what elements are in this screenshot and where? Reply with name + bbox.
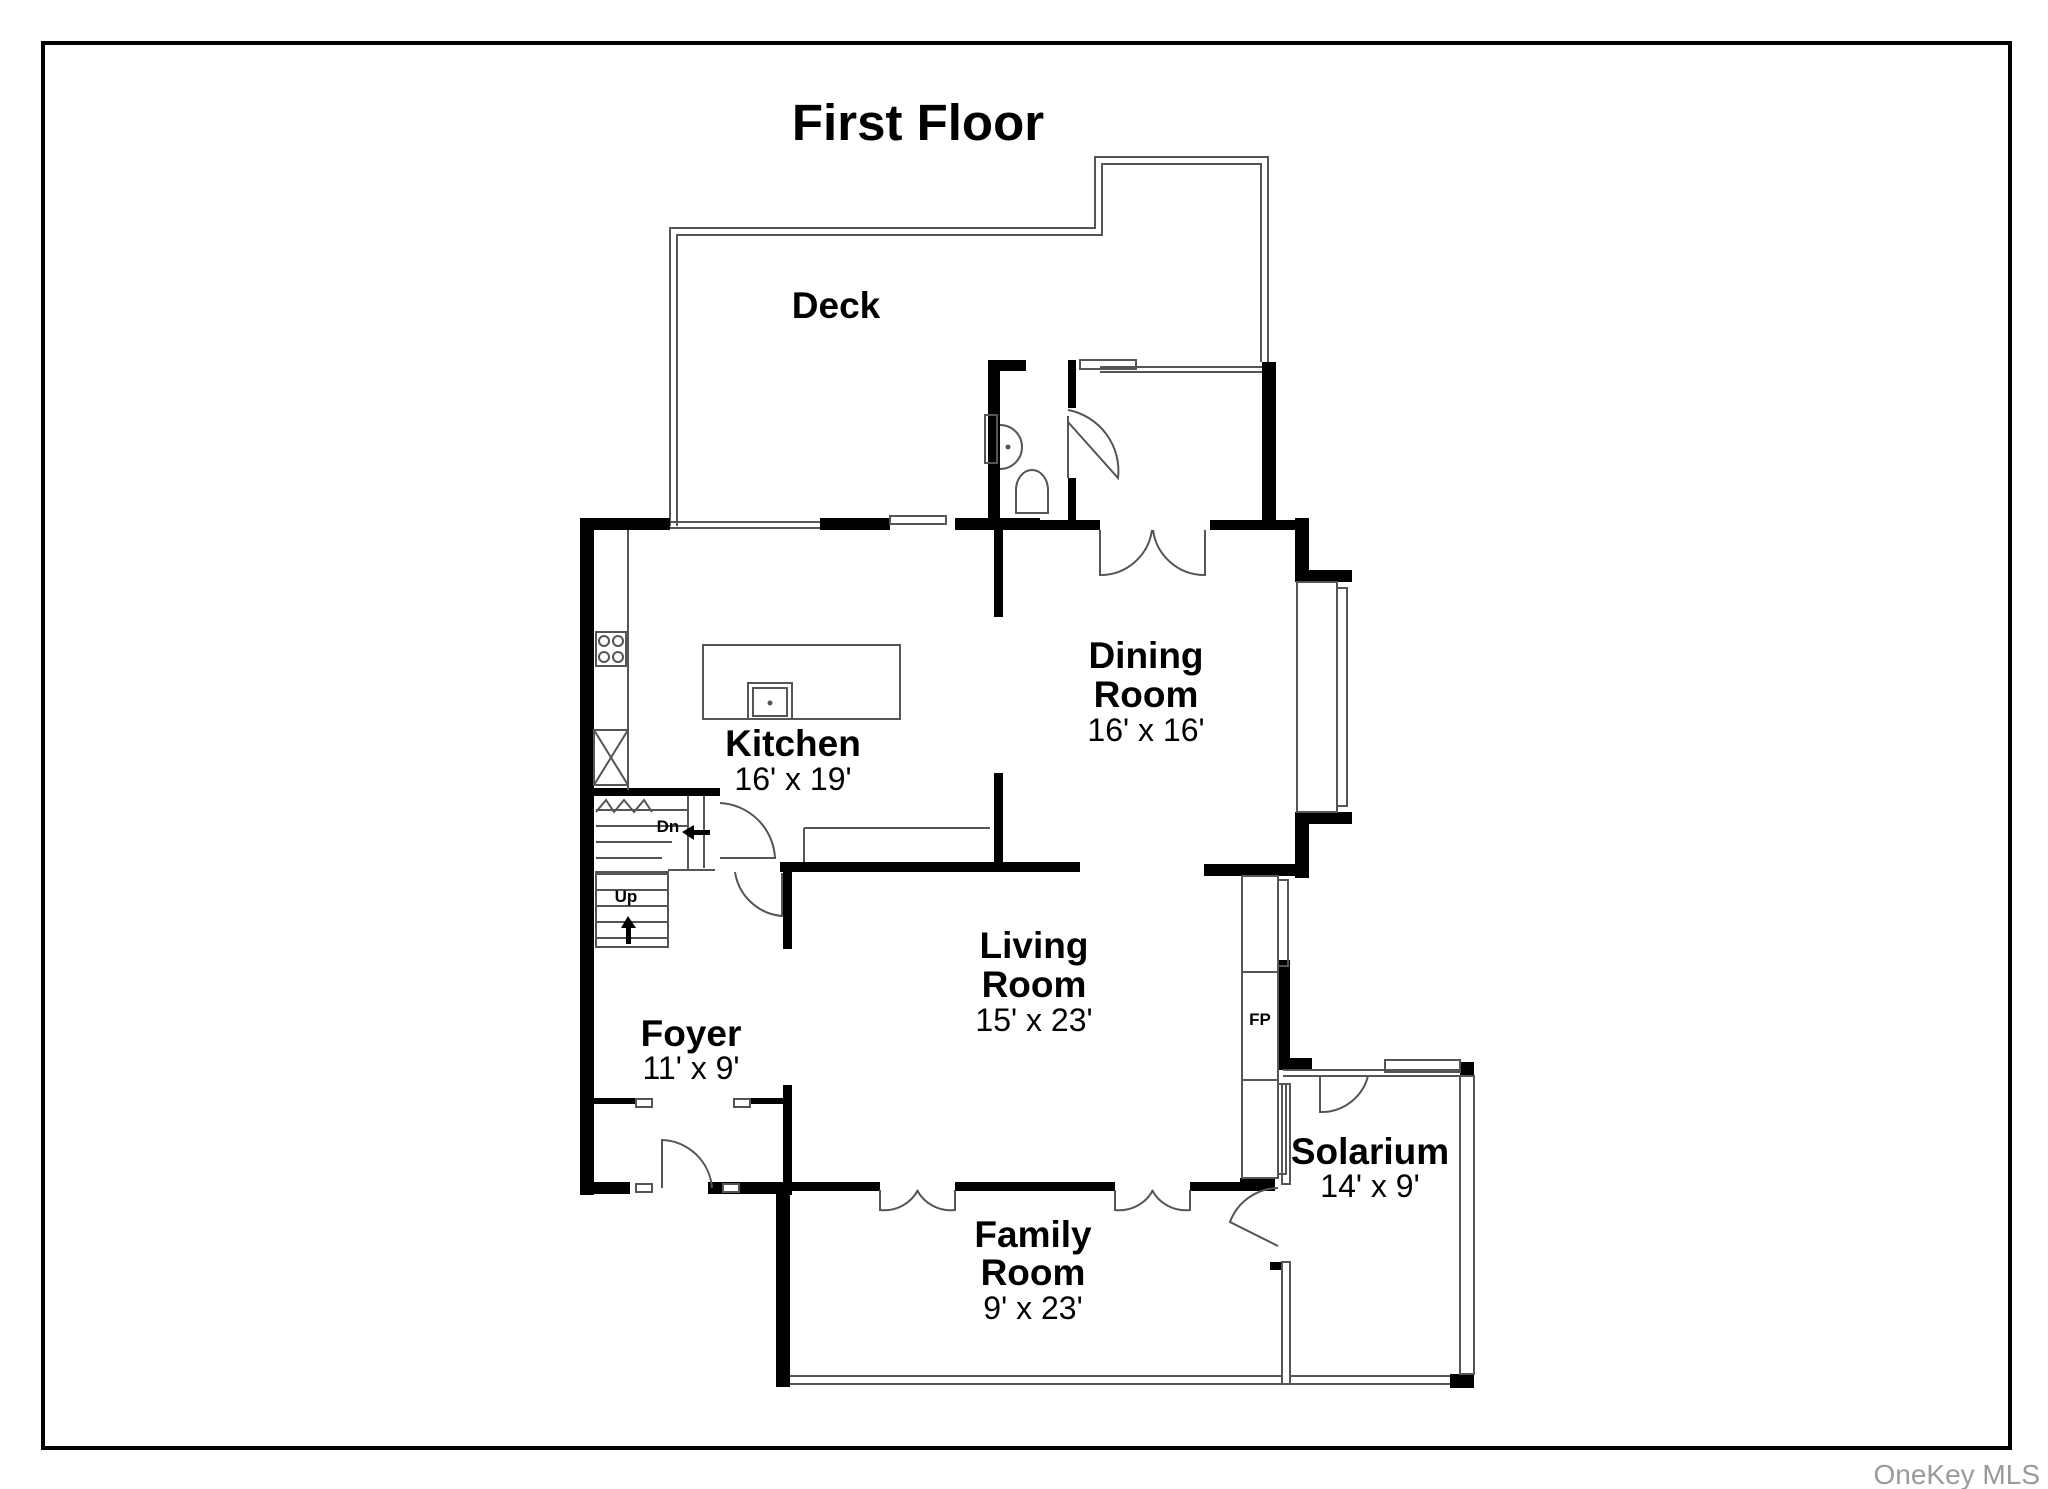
kitchen-label: Kitchen [725, 723, 861, 764]
watermark: OneKey MLS [1873, 1459, 2040, 1489]
foyer-label: Foyer [641, 1013, 742, 1054]
door-swings [661, 409, 1369, 1247]
fireplace-label: FP [1249, 1010, 1271, 1029]
vanity-sink-icon [999, 424, 1023, 470]
stairs-up-label: Up [615, 887, 638, 906]
stair-arrow-up-icon [621, 916, 636, 944]
dining-label-line2: Room [1094, 674, 1199, 715]
foyer-dims: 11' x 9' [642, 1050, 739, 1086]
walls [580, 360, 1474, 1388]
deck-outline [669, 156, 1269, 526]
dining-label-line1: Dining [1088, 635, 1203, 676]
living-label-line1: Living [980, 925, 1089, 966]
sink-icon [747, 682, 793, 720]
plan-title: First Floor [792, 94, 1044, 151]
deck-label: Deck [792, 285, 881, 326]
family-dims: 9' x 23' [983, 1290, 1082, 1326]
thin-lines [593, 359, 1475, 1385]
dining-dims: 16' x 16' [1087, 712, 1204, 748]
door-sidelights [635, 1098, 751, 1193]
staircase [595, 796, 715, 948]
living-dims: 15' x 23' [975, 1002, 1092, 1038]
toilet-icon [1015, 469, 1049, 514]
solarium-dims: 14' x 9' [1320, 1168, 1419, 1204]
family-label-line1: Family [974, 1214, 1092, 1255]
range-icon [595, 631, 627, 667]
stair-arrow-down-icon [682, 825, 710, 840]
plan-frame [41, 41, 2012, 1450]
kitchen-dims: 16' x 19' [734, 761, 851, 797]
stairs-down-label: Dn [657, 817, 680, 836]
family-label-line2: Room [981, 1252, 1086, 1293]
solarium-label: Solarium [1291, 1131, 1449, 1172]
living-label-line2: Room [982, 964, 1087, 1005]
